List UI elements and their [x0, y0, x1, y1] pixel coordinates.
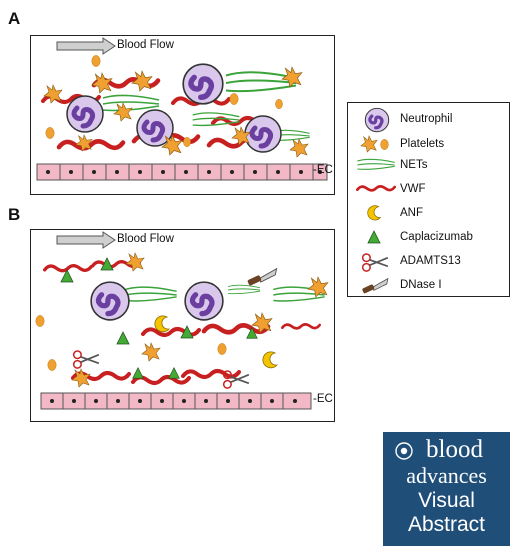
panel-a-ec-label: -EC [313, 164, 333, 176]
dnase [246, 268, 278, 286]
neutrophil-icon [364, 107, 390, 133]
legend-item-anf: ANF [348, 201, 509, 227]
endothelial-layer [36, 163, 328, 181]
nets [124, 284, 326, 302]
legend-label: VWF [400, 183, 426, 195]
adamts13 [72, 350, 250, 389]
legend-item-dnase: DNase I [348, 273, 509, 299]
anf-icon [367, 205, 381, 221]
legend: Neutrophil Platelets NETs VWF ANF Caplac… [347, 102, 510, 297]
panel-b-letter: B [8, 205, 21, 224]
legend-item-nets: NETs [348, 153, 509, 179]
nets-icon [356, 158, 396, 170]
legend-label: NETs [400, 159, 428, 171]
panel-a: Blood Flow -EC [30, 35, 335, 195]
blood-advances-logo: blood advances Visual Abstract [383, 432, 510, 546]
endothelial-layer [40, 392, 312, 410]
legend-label: ANF [400, 207, 423, 219]
panel-a-letter: A [8, 9, 21, 28]
brand-line-3: Visual [418, 489, 475, 512]
vwf-icon [356, 184, 396, 193]
legend-label: Neutrophil [400, 113, 453, 125]
flow-arrow-icon [56, 231, 116, 249]
panel-b-flow-label: Blood Flow [117, 233, 174, 245]
knife-icon [361, 278, 389, 294]
panel-a-flow-label: Blood Flow [117, 39, 174, 51]
flow-arrow-icon [56, 37, 116, 55]
legend-item-vwf: VWF [348, 177, 509, 203]
blood-logo-icon [395, 442, 413, 460]
brand-line-2: advances [406, 463, 487, 488]
brand-line-4: Abstract [407, 513, 486, 536]
caplacizumab-icon [367, 230, 381, 244]
scissors-icon [361, 253, 389, 272]
panel-b-ec-label: -EC [313, 393, 333, 405]
legend-label: ADAMTS13 [400, 255, 461, 267]
vwf-strands [43, 259, 321, 385]
legend-item-neutrophil: Neutrophil [348, 107, 509, 133]
legend-item-platelets: Platelets [348, 132, 509, 158]
legend-item-adamts13: ADAMTS13 [348, 249, 509, 275]
brand-line-1: blood [426, 436, 483, 463]
legend-label: Platelets [400, 138, 445, 150]
legend-label: DNase I [400, 279, 442, 291]
panel-a-scene [36, 37, 328, 181]
panel-b-scene [35, 231, 329, 410]
panel-b: Blood Flow -EC [30, 229, 335, 422]
legend-label: Caplacizumab [400, 231, 473, 243]
legend-item-caplacizumab: Caplacizumab [348, 225, 509, 251]
